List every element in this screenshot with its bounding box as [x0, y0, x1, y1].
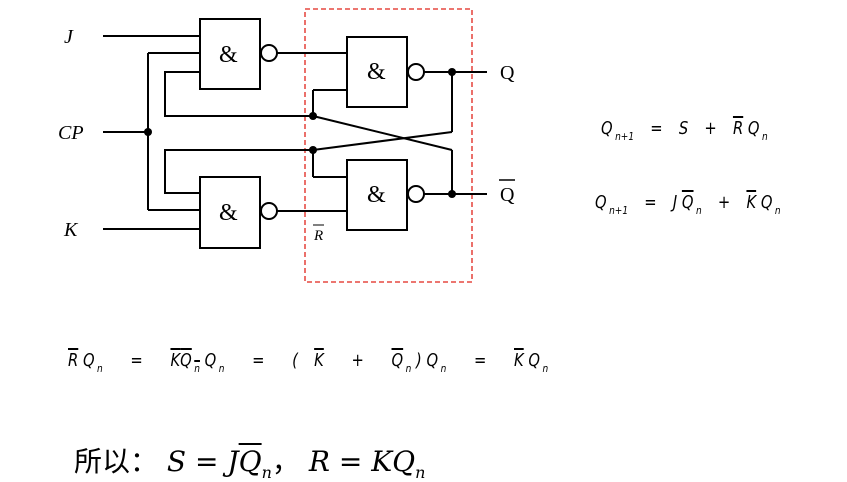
deriv-rparen: ) [416, 350, 422, 371]
eq1-q-sub: n [762, 130, 768, 143]
eq2-lhs-sub: n+1 [609, 204, 629, 217]
feedback-q-to-bottom-gate [164, 149, 313, 194]
junction-qbar [448, 190, 456, 198]
gate-symbol-bottom-left: & [219, 200, 238, 226]
deriv-q4-sub: n [405, 362, 412, 375]
junction-bottom-feedback [309, 146, 317, 154]
k-label: K [63, 219, 79, 241]
jk-flipflop-circuit: & & & & J CP K Q Q R [58, 8, 515, 283]
gate-symbol-top-right: & [367, 59, 386, 85]
eq1-q: Q [747, 118, 760, 139]
conclusion-r: R [308, 445, 330, 478]
deriv-lparen: ( [292, 350, 298, 371]
eq1-s: S [678, 118, 689, 139]
inverter-bubble-bottom-right [407, 185, 425, 203]
eq2-q-sub: n [774, 204, 781, 217]
deriv-q4-bar: Q [391, 350, 404, 371]
deriv-q3: Q [204, 350, 217, 371]
deriv-q3-sub: n [218, 362, 225, 375]
conclusion-line: 所以： S = JQn， R = KQn [74, 440, 425, 482]
eq2-q-bar: Q [681, 192, 694, 213]
deriv-equals-3: = [473, 350, 487, 371]
eq2-equals: = [644, 192, 657, 213]
gate-symbol-bottom-right: & [367, 182, 386, 208]
conclusion-comma: ， [271, 445, 300, 478]
deriv-equals-1: = [130, 350, 143, 371]
conclusion-k: K [371, 445, 393, 478]
nand-gate-bottom-left [199, 176, 261, 249]
deriv-equals-2: = [252, 350, 265, 371]
deriv-q1: Q [82, 350, 95, 371]
deriv-k3-bar: K [514, 350, 524, 371]
j-label: J [64, 26, 74, 48]
conclusion-q-bar: Q [238, 445, 262, 478]
deriv-q5-sub: n [440, 362, 447, 375]
conclusion-s: S [166, 445, 187, 478]
nand-gate-top-left [199, 18, 261, 90]
q-output-label: Q [500, 62, 515, 84]
deriv-k1: K [170, 350, 181, 371]
junction-top-feedback [309, 112, 317, 120]
eq1-lhs-sub: n+1 [615, 130, 635, 143]
eq2-q-bar-sub: n [695, 204, 702, 217]
conclusion-equals-1: = [195, 445, 219, 478]
conclusion-equals-2: = [338, 445, 363, 478]
feedback-qbar-to-top-gate [164, 71, 313, 117]
eq1-plus: + [704, 118, 717, 139]
eq2-q: Q [760, 192, 773, 213]
junction-cp [144, 128, 152, 136]
inverter-bubble-top-left [260, 44, 278, 62]
deriv-q5: Q [426, 350, 439, 371]
conclusion-j: J [227, 445, 239, 478]
deriv-q2-sub: n [194, 362, 200, 375]
deriv-q6: Q [528, 350, 541, 371]
deriv-k2-bar: K [314, 350, 324, 371]
conclusion-q-bar-sub: n [261, 463, 272, 482]
r-bar-label: R [313, 228, 323, 244]
inverter-bubble-top-right [407, 63, 425, 81]
eq2-k-bar: K [746, 192, 757, 213]
eq1-equals: = [650, 118, 663, 139]
gate-symbol-top-left: & [219, 42, 238, 68]
cp-label: CP [58, 122, 84, 144]
junction-q [448, 68, 456, 76]
cross-wire-qbar-up [312, 115, 453, 151]
eq2-lhs: Q [595, 192, 607, 213]
conclusion-q: Q [392, 445, 416, 478]
eq1-lhs: Q [601, 118, 613, 139]
cross-wire-q-down [312, 131, 453, 151]
eq1-r-bar: R [732, 118, 744, 139]
nand-gate-bottom-right [346, 159, 408, 231]
conclusion-q-sub: n [415, 463, 426, 482]
deriv-q1-sub: n [97, 362, 103, 375]
conclusion-prefix: 所以： [74, 445, 159, 478]
eq2-j: J [672, 192, 678, 213]
deriv-q2: Q [180, 350, 192, 371]
rs-latch-highlight-box [304, 8, 473, 283]
deriv-plus: + [351, 350, 364, 371]
qbar-output-label: Q [500, 184, 515, 206]
eq2-plus: + [717, 192, 731, 213]
deriv-q6-sub: n [542, 362, 549, 375]
inverter-bubble-bottom-left [260, 202, 278, 220]
deriv-r-bar: R [68, 350, 79, 371]
